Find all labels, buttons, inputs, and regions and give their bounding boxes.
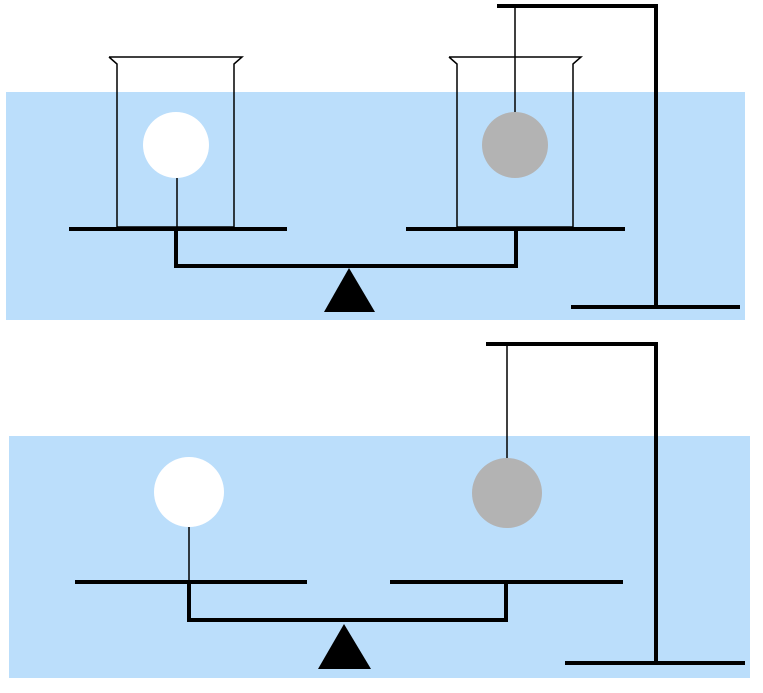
- balance-beam: [187, 582, 508, 622]
- stand: [497, 4, 658, 307]
- fulcrum: [324, 268, 375, 312]
- gray-ball: [472, 458, 542, 528]
- stand: [486, 342, 658, 663]
- gray-ball: [482, 112, 548, 178]
- white-ball: [143, 112, 209, 178]
- water-region: [9, 436, 750, 678]
- bottom-scene: [9, 342, 750, 678]
- fulcrum: [318, 624, 371, 669]
- water-region: [6, 92, 745, 320]
- white-ball: [154, 457, 224, 527]
- balance-beam: [174, 229, 518, 268]
- top-scene: [6, 4, 745, 320]
